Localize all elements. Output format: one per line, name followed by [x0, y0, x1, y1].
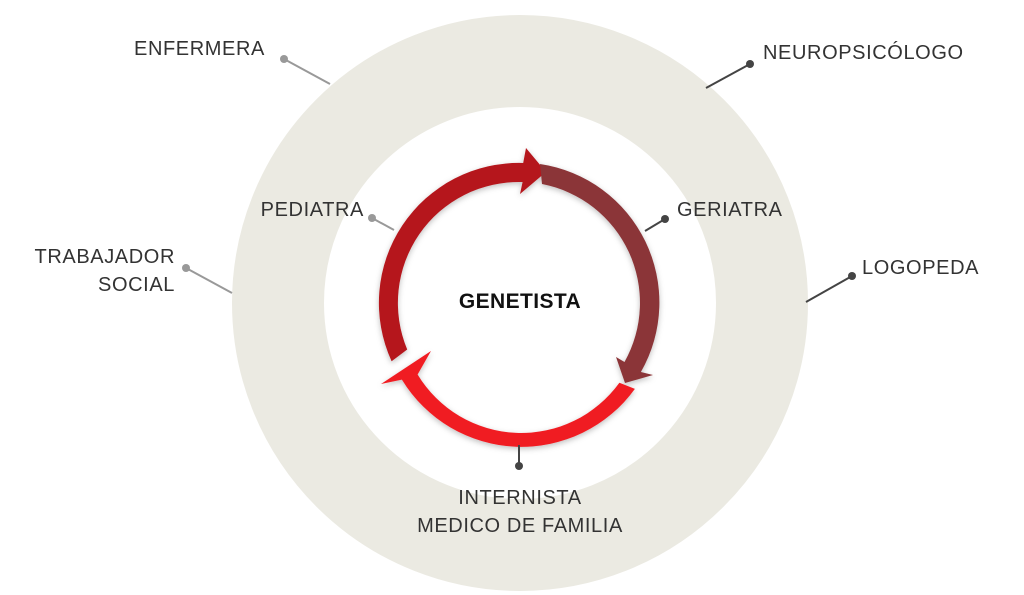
- label-geriatra: GERIATRA: [677, 199, 783, 221]
- label-trabajador-social: TRABAJADOR SOCIAL: [10, 243, 175, 299]
- label-trabajador-line2: SOCIAL: [98, 274, 175, 296]
- connector-trabajador: [185, 267, 233, 294]
- connector-dot-internista: [515, 462, 523, 470]
- center-label-genetista: GENETISTA: [458, 290, 582, 313]
- label-pediatra: PEDIATRA: [260, 199, 364, 221]
- label-trabajador-line1: TRABAJADOR: [34, 246, 175, 268]
- outer-ring: [232, 15, 808, 591]
- connector-dot-neuropsicologo: [746, 60, 754, 68]
- label-enfermera: ENFERMERA: [134, 38, 265, 60]
- connector-dot-enfermera: [280, 55, 288, 63]
- connectors: [182, 55, 856, 470]
- connector-dot-pediatra: [368, 214, 376, 222]
- connector-dot-logopeda: [848, 272, 856, 280]
- connector-enfermera: [283, 58, 331, 85]
- connector-dot-trabajador: [182, 264, 190, 272]
- cycle-arrow-right: [540, 164, 660, 383]
- label-logopeda: LOGOPEDA: [862, 257, 980, 279]
- cycle-arrow-bottom: [381, 351, 635, 447]
- connector-logopeda: [805, 275, 853, 303]
- label-internista-line2: MEDICO DE FAMILIA: [417, 515, 623, 537]
- connector-neuropsicologo: [705, 63, 751, 89]
- connector-dot-geriatra: [661, 215, 669, 223]
- label-internista: INTERNISTA MEDICO DE FAMILIA: [370, 484, 670, 540]
- connector-pediatra: [371, 217, 395, 231]
- cycle-arrow-top: [378, 148, 546, 362]
- inner-disc: [402, 185, 638, 421]
- label-neuropsicologo: NEUROPSICÓLOGO: [763, 42, 964, 64]
- label-internista-line1: INTERNISTA: [458, 487, 582, 509]
